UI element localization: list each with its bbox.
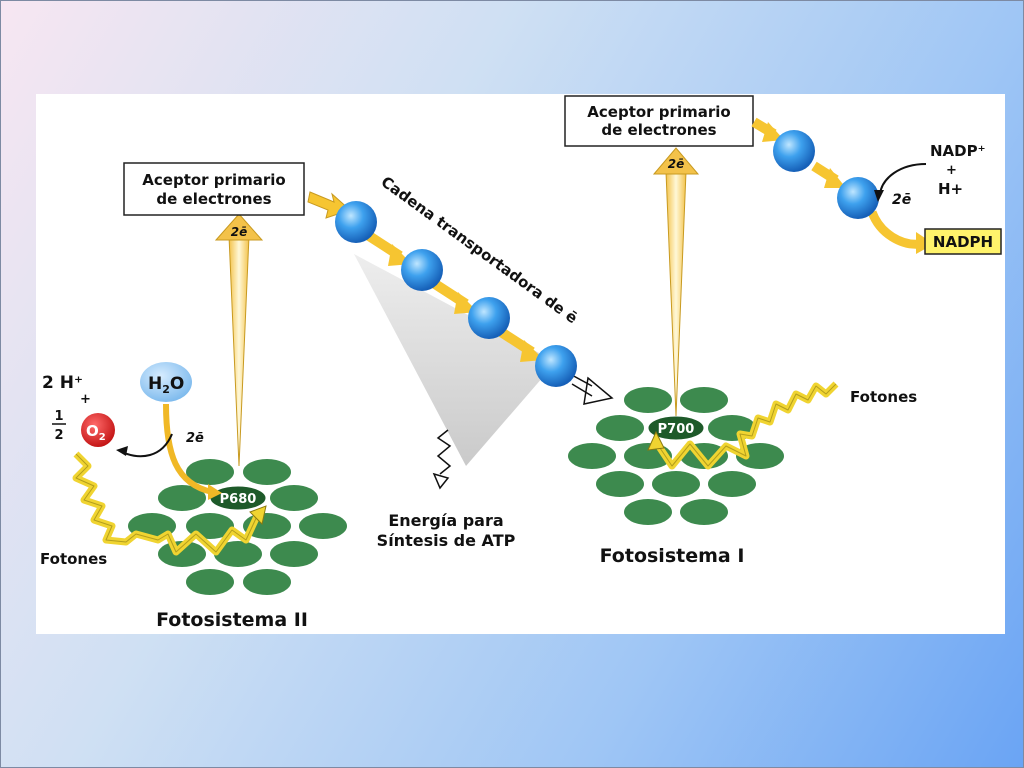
acceptor-left-line1: Aceptor primario <box>142 171 285 189</box>
diagram-panel: P680 2ē Aceptor primario de electrones … <box>36 94 1005 634</box>
plus-sign-right: + <box>946 163 957 178</box>
water-arrowhead <box>208 484 222 500</box>
acceptor-right-line1: Aceptor primario <box>587 103 730 121</box>
energy-arrowhead <box>432 472 450 490</box>
beam-arrowhead-psii <box>214 213 264 241</box>
electron-beam-psi <box>665 171 687 417</box>
electron-carriers <box>335 201 577 387</box>
acceptor-box-right: Aceptor primario de electrones <box>564 95 754 147</box>
h-plus-label: H+ <box>938 180 963 198</box>
oxygen-release-arrow <box>121 433 173 458</box>
nadp-plus-label: NADP⁺ <box>930 142 986 160</box>
carrier-ball-1 <box>335 201 377 243</box>
two-e-label-water: 2ē <box>186 431 204 446</box>
carrier-ball-4 <box>535 345 577 387</box>
photosystem-ii-disks <box>128 459 347 595</box>
h2o-molecule: H2O <box>140 362 192 402</box>
energy-squiggle <box>436 429 452 475</box>
acceptor-right-line2: de electrones <box>601 121 716 139</box>
fotones-label-psi: Fotones <box>850 388 917 406</box>
half-denominator: 2 <box>54 428 63 443</box>
photosynthesis-diagram: P680 2ē Aceptor primario de electrones … <box>40 95 1002 631</box>
plus-sign-left: + <box>80 392 91 407</box>
oxygen-arrowhead <box>116 446 128 456</box>
carrier-ball-2 <box>401 249 443 291</box>
o2-molecule: O2 <box>81 413 115 447</box>
photosystem-i-disks <box>568 387 784 525</box>
electron-beam-psii <box>228 235 250 467</box>
half-numerator: 1 <box>54 409 63 424</box>
two-h-plus-label: 2 H⁺ <box>42 373 83 393</box>
svg-text:O2: O2 <box>86 422 106 443</box>
nadph-label: NADPH <box>933 233 993 251</box>
two-e-label-psii: 2ē <box>231 225 248 239</box>
carrier-ball-6 <box>837 177 879 219</box>
p680-label: P680 <box>220 492 257 507</box>
acceptor-box-left: Aceptor primario de electrones <box>123 162 305 216</box>
energia-line1: Energía para <box>388 511 503 530</box>
acceptor-left-line2: de electrones <box>156 190 271 208</box>
nadp-input-arrow <box>879 163 927 195</box>
photon-arrowhead-psi <box>647 430 665 451</box>
chain-end-arrowhead <box>583 376 614 405</box>
p700-reaction-center: P700 <box>647 415 705 441</box>
chain-arrows <box>307 191 614 405</box>
energia-line2: Síntesis de ATP <box>377 531 516 550</box>
atp-energy-cone <box>354 254 556 466</box>
fotosistema-i-label: Fotosistema I <box>600 545 745 567</box>
two-e-label-psi: 2ē <box>668 157 685 171</box>
carrier-ball-3 <box>468 297 510 339</box>
carrier-ball-5 <box>773 130 815 172</box>
nadph-box: NADPH <box>924 228 1002 255</box>
svg-text:H2O: H2O <box>148 374 184 396</box>
p700-label: P700 <box>658 422 695 437</box>
nadp-input-arrowhead <box>874 190 884 202</box>
beam-arrowhead-psi <box>652 147 700 175</box>
two-e-label-nadp: 2ē <box>892 192 911 208</box>
fotosistema-ii-label: Fotosistema II <box>156 609 308 631</box>
water-electron-arrow <box>163 403 213 495</box>
p680-reaction-center: P680 <box>209 485 267 511</box>
nadp-carriers <box>773 130 879 219</box>
photon-arrowhead-psii <box>249 505 267 525</box>
fotones-label-psii: Fotones <box>40 550 107 568</box>
